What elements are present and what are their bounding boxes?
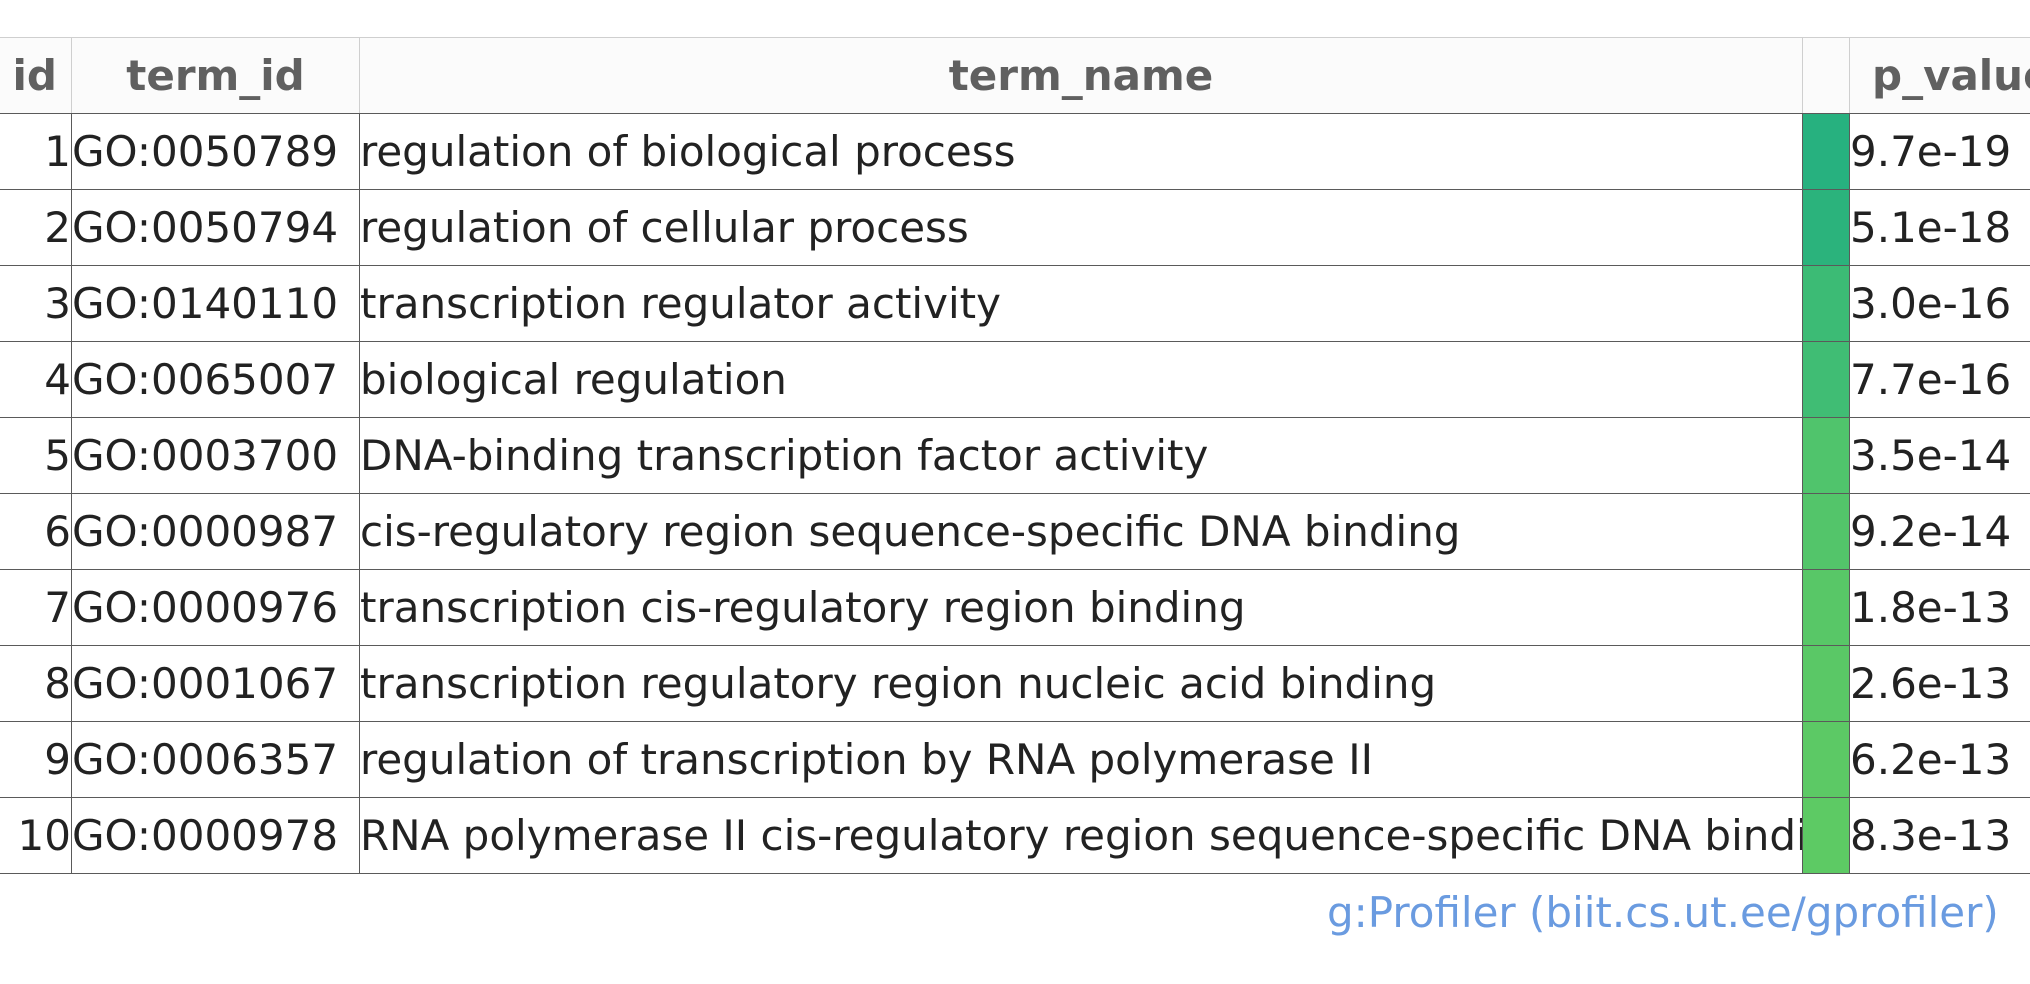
significance-color-swatch: [1803, 114, 1849, 189]
term-id-cell[interactable]: GO:0000978: [71, 797, 360, 874]
significance-color-swatch: [1803, 418, 1849, 493]
significance-swatch-cell: [1802, 341, 1850, 418]
significance-color-swatch: [1803, 266, 1849, 341]
term-id-cell[interactable]: GO:0001067: [71, 645, 360, 722]
significance-color-swatch: [1803, 190, 1849, 265]
significance-color-swatch: [1803, 494, 1849, 569]
significance-swatch-cell: [1802, 797, 1850, 874]
significance-swatch-cell: [1802, 113, 1850, 190]
row-id-cell: 10: [0, 797, 72, 874]
header-row: id term_id term_name p_value: [0, 37, 2030, 114]
row-id-cell: 1: [0, 113, 72, 190]
p-value-cell: 3.5e-14: [1849, 417, 2030, 494]
row-id-cell: 9: [0, 721, 72, 798]
p-value-cell: 8.3e-13: [1849, 797, 2030, 874]
p-value-cell: 5.1e-18: [1849, 189, 2030, 266]
column-header-p-value[interactable]: p_value: [1849, 37, 2030, 114]
column-header-significance-swatch: [1802, 37, 1850, 114]
term-name-cell: transcription regulatory region nucleic …: [359, 645, 1803, 722]
term-name-cell: transcription cis-regulatory region bind…: [359, 569, 1803, 646]
significance-swatch-cell: [1802, 189, 1850, 266]
footer-credit: g:Profiler (biit.cs.ut.ee/gprofiler): [1327, 888, 1999, 937]
term-name-cell: cis-regulatory region sequence-specific …: [359, 493, 1803, 570]
p-value-cell: 9.2e-14: [1849, 493, 2030, 570]
term-id-cell[interactable]: GO:0003700: [71, 417, 360, 494]
term-id-cell[interactable]: GO:0050794: [71, 189, 360, 266]
significance-color-swatch: [1803, 722, 1849, 797]
significance-swatch-cell: [1802, 417, 1850, 494]
significance-color-swatch: [1803, 342, 1849, 417]
p-value-cell: 2.6e-13: [1849, 645, 2030, 722]
significance-swatch-cell: [1802, 265, 1850, 342]
row-id-cell: 4: [0, 341, 72, 418]
significance-color-swatch: [1803, 646, 1849, 721]
term-name-cell: transcription regulator activity: [359, 265, 1803, 342]
term-name-cell: RNA polymerase II cis-regulatory region …: [359, 797, 1803, 874]
significance-swatch-cell: [1802, 721, 1850, 798]
term-id-cell[interactable]: GO:0140110: [71, 265, 360, 342]
significance-swatch-cell: [1802, 645, 1850, 722]
term-id-cell[interactable]: GO:0000976: [71, 569, 360, 646]
results-table: id term_id term_name p_value 1GO:0050789…: [0, 37, 2030, 874]
term-id-cell[interactable]: GO:0006357: [71, 721, 360, 798]
p-value-cell: 6.2e-13: [1849, 721, 2030, 798]
term-name-cell: biological regulation: [359, 341, 1803, 418]
p-value-cell: 9.7e-19: [1849, 113, 2030, 190]
significance-swatch-cell: [1802, 493, 1850, 570]
column-header-term-id[interactable]: term_id: [71, 37, 360, 114]
significance-color-swatch: [1803, 570, 1849, 645]
column-header-id[interactable]: id: [0, 37, 72, 114]
row-id-cell: 3: [0, 265, 72, 342]
column-header-term-name[interactable]: term_name: [359, 37, 1803, 114]
term-name-cell: regulation of cellular process: [359, 189, 1803, 266]
p-value-cell: 1.8e-13: [1849, 569, 2030, 646]
term-id-cell[interactable]: GO:0000987: [71, 493, 360, 570]
term-name-cell: regulation of transcription by RNA polym…: [359, 721, 1803, 798]
row-id-cell: 8: [0, 645, 72, 722]
p-value-cell: 3.0e-16: [1849, 265, 2030, 342]
term-id-cell[interactable]: GO:0065007: [71, 341, 360, 418]
row-id-cell: 7: [0, 569, 72, 646]
row-id-cell: 2: [0, 189, 72, 266]
significance-swatch-cell: [1802, 569, 1850, 646]
term-id-cell[interactable]: GO:0050789: [71, 113, 360, 190]
significance-color-swatch: [1803, 798, 1849, 873]
row-id-cell: 6: [0, 493, 72, 570]
term-name-cell: DNA-binding transcription factor activit…: [359, 417, 1803, 494]
table-header: id term_id term_name p_value: [0, 37, 2030, 114]
p-value-cell: 7.7e-16: [1849, 341, 2030, 418]
term-name-cell: regulation of biological process: [359, 113, 1803, 190]
row-id-cell: 5: [0, 417, 72, 494]
